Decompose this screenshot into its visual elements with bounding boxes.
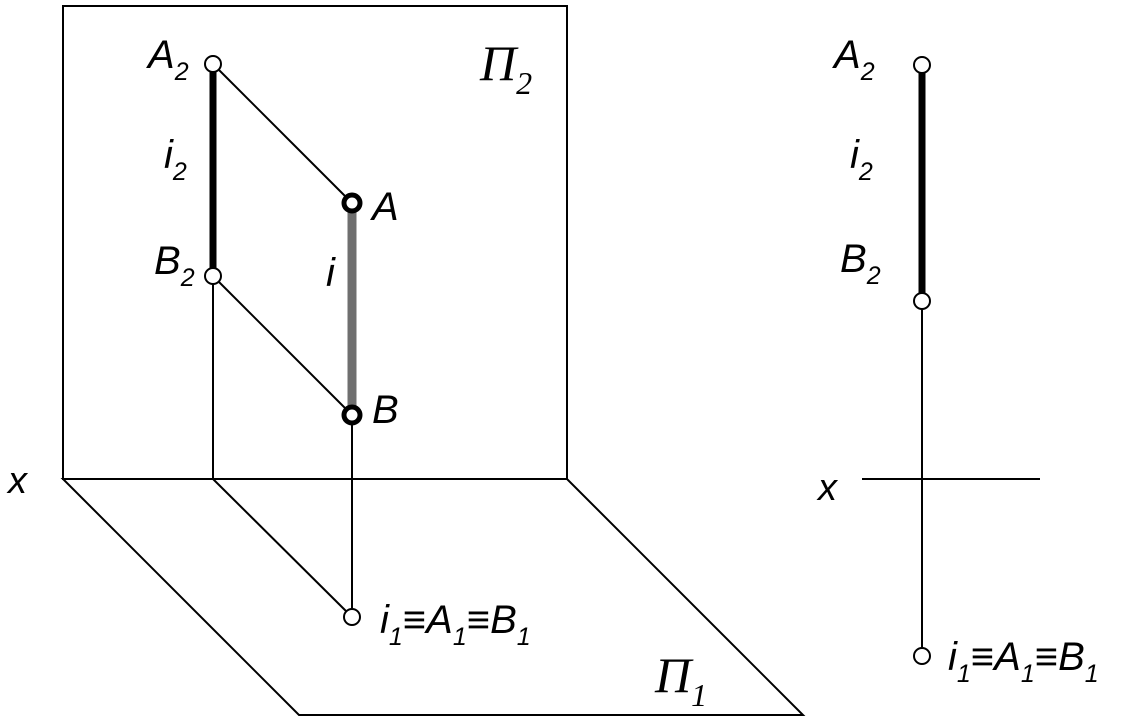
point-b2-right — [913, 292, 931, 310]
point-b2 — [204, 267, 222, 285]
label-i: i — [326, 251, 336, 295]
point-a — [341, 192, 363, 214]
label-coincident-right: i1≡A1≡B1 — [948, 635, 1099, 688]
label-a2-right: A2 — [832, 33, 875, 86]
point-a2 — [204, 55, 222, 73]
right-view: x A2 i2 B2 i1≡A1≡B1 — [816, 33, 1099, 688]
label-horizontal-plane: Π1 — [654, 647, 707, 713]
label-a2-left: A2 — [146, 33, 189, 86]
left-view: Π2 Π1 x A2 i2 B2 A i B i1≡A1≡B1 — [6, 5, 806, 716]
label-axis-x-left: x — [6, 460, 29, 502]
label-coincident-left: i1≡A1≡B1 — [380, 598, 531, 651]
point-h-projection-right — [913, 647, 931, 665]
label-frontal-plane: Π2 — [479, 35, 532, 101]
point-h-projection — [343, 608, 361, 626]
axis-foot-to-h-projection — [212, 478, 353, 618]
label-i2-right: i2 — [850, 133, 873, 186]
point-b — [341, 404, 363, 426]
label-b2-right: B2 — [840, 237, 881, 290]
label-a: A — [370, 185, 399, 229]
label-i2-left: i2 — [164, 133, 187, 186]
a2-to-a-connector — [212, 63, 353, 204]
horizontal-plane-outline — [60, 478, 806, 716]
point-a2-right — [913, 56, 931, 74]
label-b2-left: B2 — [154, 239, 195, 292]
label-b: B — [372, 388, 399, 432]
label-axis-x-right: x — [816, 467, 839, 509]
b2-to-b-connector — [212, 275, 353, 416]
